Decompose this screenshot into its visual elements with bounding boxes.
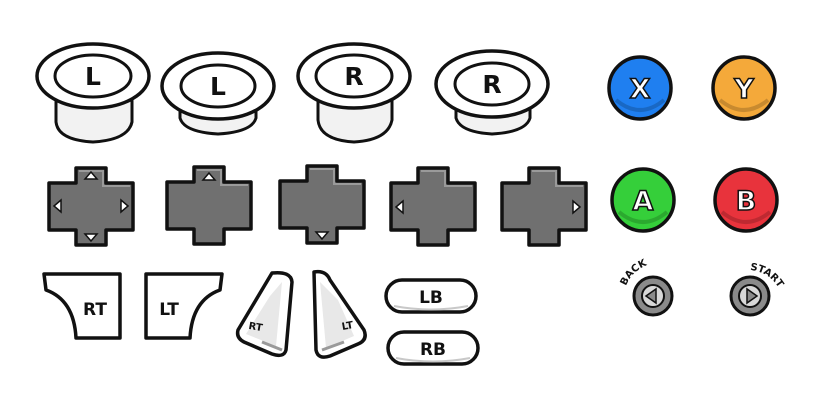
face-button-b-label: B xyxy=(736,186,757,217)
bumper-lb[interactable]: LB xyxy=(384,278,478,314)
trigger-rt-side[interactable]: RT xyxy=(235,270,294,358)
stick-r-pressed-label: R xyxy=(482,70,501,99)
trigger-lt-label: LT xyxy=(159,300,179,320)
face-button-x-label: X xyxy=(630,74,651,105)
start-button[interactable]: START xyxy=(729,262,785,317)
dpad-up-arrow-icon xyxy=(201,171,217,181)
trigger-rt-side-label: RT xyxy=(248,321,264,334)
start-arrow-icon xyxy=(746,287,759,305)
trigger-lt-side-label: LT xyxy=(341,320,354,333)
face-button-y[interactable]: Y xyxy=(711,55,777,121)
back-button[interactable]: BACK xyxy=(619,257,674,317)
stick-l-idle-label: L xyxy=(85,62,101,91)
dpad-down-arrow-icon xyxy=(314,231,330,241)
face-button-b[interactable]: B xyxy=(713,167,779,233)
dpad-all-directions[interactable] xyxy=(47,166,135,247)
trigger-rt-label: RT xyxy=(83,300,107,320)
face-button-a[interactable]: A xyxy=(610,167,676,233)
trigger-lt-front[interactable]: LT xyxy=(144,272,224,340)
face-button-x[interactable]: X xyxy=(607,55,673,121)
dpad-down-arrow-icon xyxy=(83,233,99,243)
trigger-lt-side[interactable]: LT xyxy=(312,269,367,359)
stick-r-idle-label: R xyxy=(344,62,363,91)
bumper-rb-label: RB xyxy=(420,340,446,360)
back-arrow-icon xyxy=(644,287,657,305)
bumper-lb-label: LB xyxy=(419,288,443,308)
face-button-y-fill xyxy=(711,55,777,121)
stick-l-idle[interactable]: L xyxy=(35,42,151,144)
dpad-left-arrow-icon xyxy=(52,198,62,214)
face-button-b-fill xyxy=(713,167,779,233)
trigger-rt-front[interactable]: RT xyxy=(42,272,122,340)
face-button-a-fill xyxy=(610,167,676,233)
stick-l-pressed[interactable]: L xyxy=(160,51,276,136)
dpad-left-pressed[interactable] xyxy=(389,166,477,247)
dpad-up-pressed[interactable] xyxy=(165,165,253,246)
face-button-x-fill xyxy=(607,55,673,121)
stick-r-pressed[interactable]: R xyxy=(434,49,550,136)
dpad-down-pressed[interactable] xyxy=(278,164,366,245)
dpad-right-arrow-icon xyxy=(572,199,582,215)
dpad-right-arrow-icon xyxy=(120,198,130,214)
dpad-left-arrow-icon xyxy=(394,199,404,215)
bumper-rb[interactable]: RB xyxy=(386,330,480,366)
dpad-up-arrow-icon xyxy=(83,170,99,180)
dpad-right-pressed[interactable] xyxy=(500,166,588,247)
face-button-a-label: A xyxy=(633,186,654,217)
stick-r-idle[interactable]: R xyxy=(296,42,412,144)
face-button-y-label: Y xyxy=(733,74,754,105)
stick-l-pressed-label: L xyxy=(210,72,226,101)
